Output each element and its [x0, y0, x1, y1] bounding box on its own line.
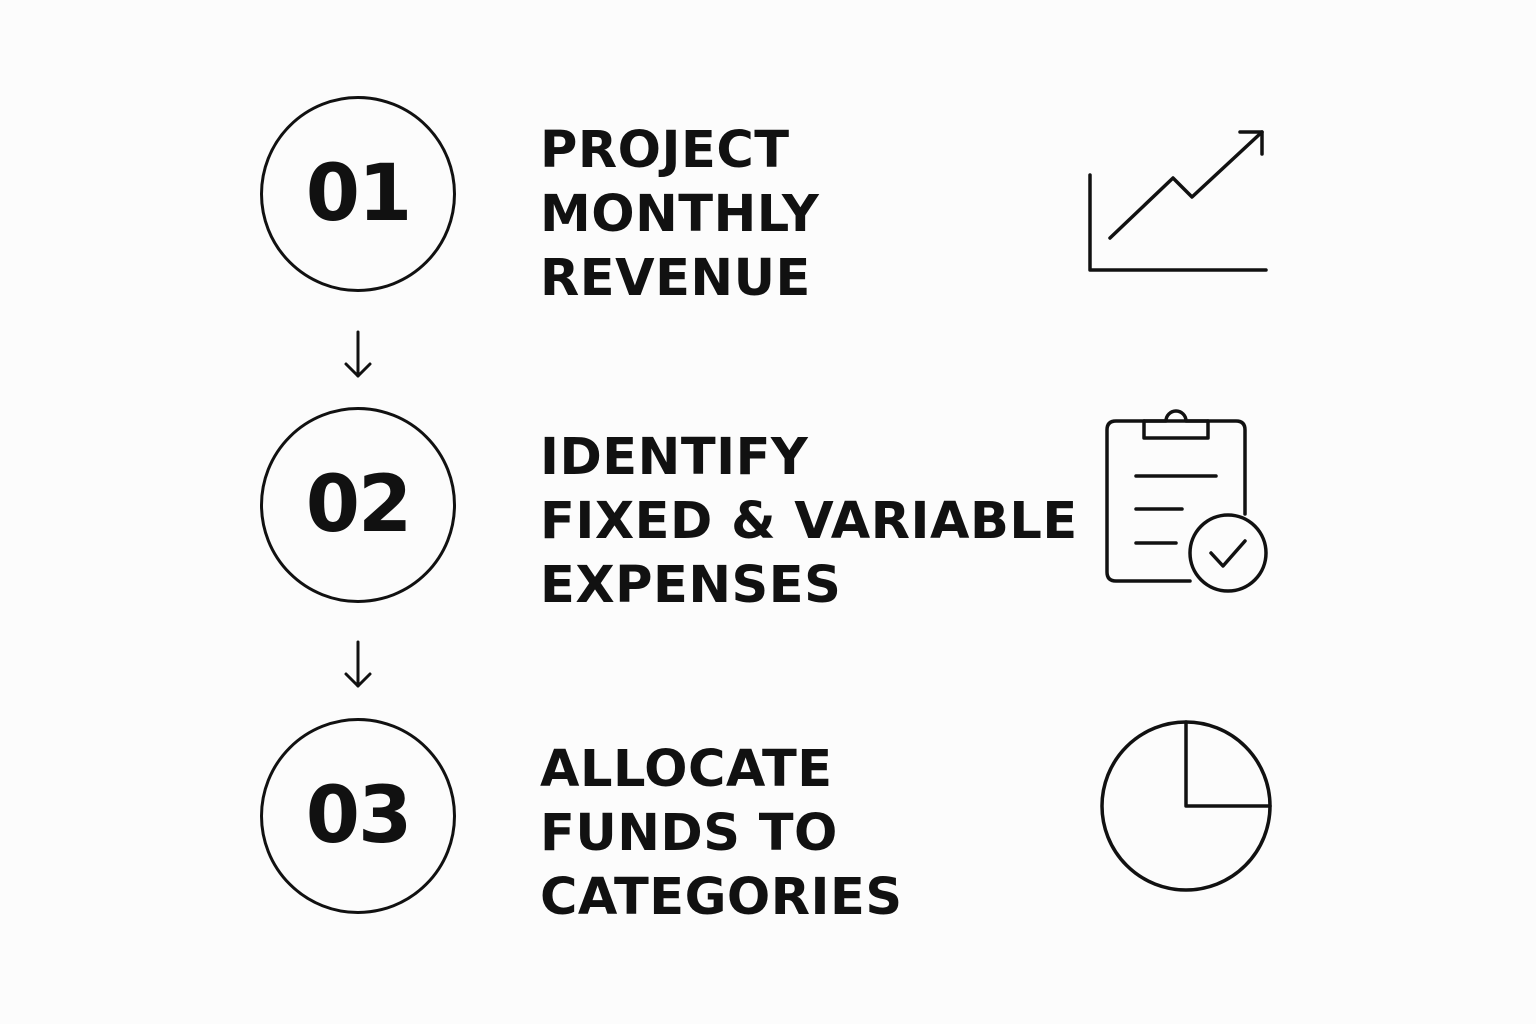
step-3-number-circle: 03 [260, 718, 456, 914]
down-arrow-icon [344, 640, 372, 688]
step-2-title: IDENTIFY FIXED & VARIABLE EXPENSES [540, 426, 1078, 618]
step-3-title: ALLOCATE FUNDS TO CATEGORIES [540, 738, 903, 930]
step-3-number: 03 [305, 771, 413, 861]
step-1-title: PROJECT MONTHLY REVENUE [540, 119, 819, 311]
step-1-title-line-1: PROJECT [540, 121, 790, 180]
step-3-title-line-1: ALLOCATE [540, 740, 833, 799]
step-2-title-line-2: FIXED & VARIABLE [540, 492, 1078, 551]
step-2-number: 02 [305, 460, 413, 550]
step-2-title-line-1: IDENTIFY [540, 428, 809, 487]
trending-up-chart-icon [1088, 130, 1268, 272]
step-3-title-line-3: CATEGORIES [540, 868, 903, 927]
step-2-title-line-3: EXPENSES [540, 556, 842, 615]
down-arrow-icon [344, 330, 372, 378]
step-1-title-line-3: REVENUE [540, 249, 811, 308]
step-2-number-circle: 02 [260, 407, 456, 603]
step-1-title-line-2: MONTHLY [540, 185, 820, 244]
step-3-title-line-2: FUNDS TO [540, 804, 838, 863]
step-1-number-circle: 01 [260, 96, 456, 292]
pie-chart-icon [1100, 720, 1272, 892]
step-1-number: 01 [305, 149, 413, 239]
clipboard-check-icon [1105, 409, 1268, 593]
